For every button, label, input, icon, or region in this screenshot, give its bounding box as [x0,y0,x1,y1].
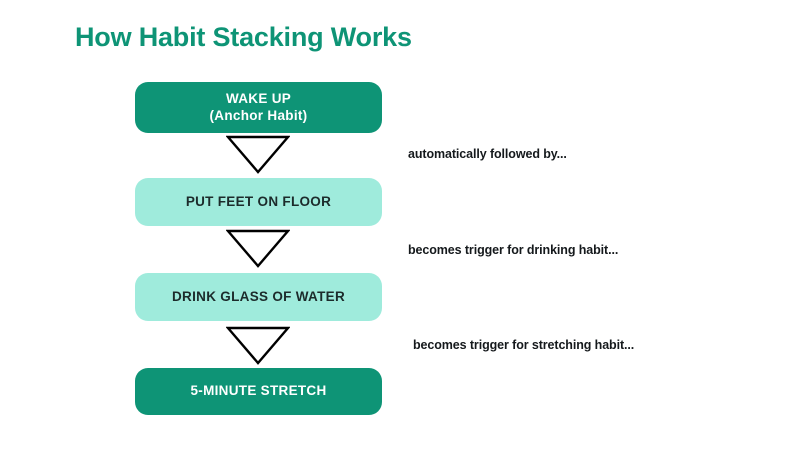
triangle-down-outline-icon [226,134,290,174]
flow-step-drink-glass-of-water: DRINK GLASS OF WATER [135,273,382,321]
flow-step-wake-up-line-2: (Anchor Habit) [209,107,308,123]
flow-step-wake-up-line-1: WAKE UP [225,90,292,106]
annotation-becomes-trigger-for-stretching-habit: becomes trigger for stretching habit... [413,338,635,352]
flow-step-5-minute-stretch-label: 5-MINUTE STRETCH [190,383,327,399]
flow-step-put-feet-on-floor: PUT FEET ON FLOOR [135,178,382,226]
annotation-automatically-followed-by: automatically followed by... [408,147,567,161]
flow-step-wake-up: WAKE UP (Anchor Habit) [135,82,382,133]
page-title: How Habit Stacking Works [75,22,412,52]
triangle-down-outline-icon [226,325,290,365]
flow-step-drink-glass-of-water-label: DRINK GLASS OF WATER [172,288,345,304]
triangle-down-outline-icon [226,228,290,268]
flow-step-put-feet-on-floor-label: PUT FEET ON FLOOR [185,193,332,209]
flow-step-5-minute-stretch: 5-MINUTE STRETCH [135,368,382,415]
annotation-becomes-trigger-for-drinking-habit: becomes trigger for drinking habit... [408,243,619,257]
